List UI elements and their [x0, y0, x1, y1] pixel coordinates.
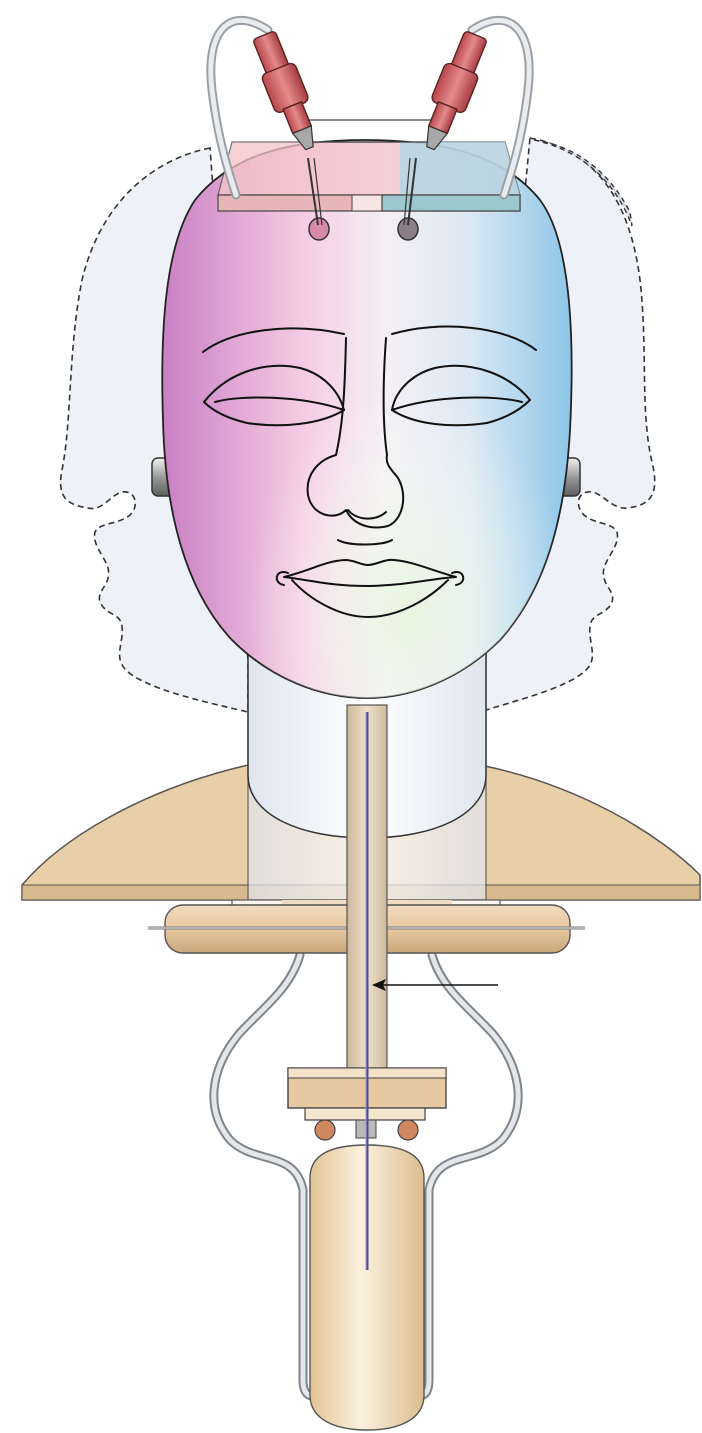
indicator-arrow — [372, 979, 498, 991]
head-form — [162, 140, 571, 698]
right-return-tube — [414, 955, 518, 1396]
left-return-tube — [214, 955, 318, 1396]
left-probe-socket — [309, 218, 329, 240]
